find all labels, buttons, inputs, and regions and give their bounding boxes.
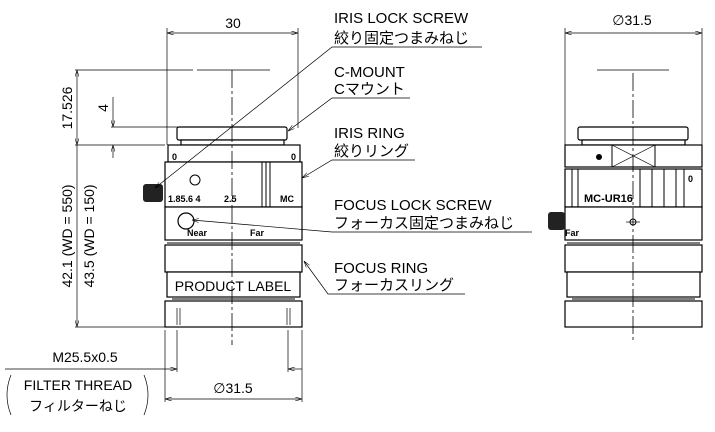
- svg-text:∅31.5: ∅31.5: [213, 380, 253, 396]
- brand-mark: MC: [280, 194, 294, 204]
- model-marking: MC-UR16: [584, 193, 633, 205]
- lens-front-view: 0 0 1.85.6 4 2.5 MC Near Far PRODUCT LAB…: [143, 70, 303, 345]
- callout-iris-ring: IRIS RING 絞りリング: [302, 125, 415, 178]
- dimension-length: 42.1 (WD = 550) 43.5 (WD = 150): [59, 145, 165, 328]
- callout-focus-lock-screw: FOCUS LOCK SCREW フォーカス固定つまみねじ: [192, 197, 532, 233]
- dimension-mount-height: 17.526: [59, 70, 77, 145]
- svg-text:0: 0: [688, 174, 693, 184]
- front-ring: [164, 300, 303, 328]
- svg-text:∅31.5: ∅31.5: [612, 12, 652, 28]
- filter-thread-size: M25.5x0.5: [52, 349, 118, 365]
- svg-text:Cマウント: Cマウント: [334, 81, 405, 98]
- svg-text:C-MOUNT: C-MOUNT: [334, 64, 405, 81]
- svg-text:FOCUS RING: FOCUS RING: [334, 260, 428, 277]
- side-focus-lock-screw[interactable]: [548, 212, 565, 230]
- svg-text:IRIS LOCK SCREW: IRIS LOCK SCREW: [334, 10, 469, 27]
- callout-iris-lock-screw: IRIS LOCK SCREW 絞り固定つまみねじ: [155, 10, 482, 188]
- filter-thread-label-jp: フィルターねじ: [29, 398, 127, 414]
- svg-text:絞り固定つまみねじ: 絞り固定つまみねじ: [334, 29, 469, 47]
- product-label-band: [166, 271, 301, 298]
- callout-c-mount: C-MOUNT Cマウント: [288, 64, 410, 131]
- product-label: PRODUCT LABEL: [175, 278, 292, 294]
- dim-width-label: 30: [225, 15, 241, 31]
- svg-text:絞りリング: 絞りリング: [334, 142, 409, 160]
- mount-ring: [167, 144, 301, 163]
- svg-text:フォーカス固定つまみねじ: フォーカス固定つまみねじ: [334, 215, 514, 232]
- callout-focus-ring: FOCUS RING フォーカスリング: [304, 260, 465, 295]
- side-iris-ring[interactable]: [564, 168, 703, 208]
- focus-ring[interactable]: [164, 244, 303, 273]
- svg-text:0: 0: [172, 152, 177, 162]
- dimension-diameter-side: ∅31.5: [564, 12, 703, 145]
- filter-thread-label-en: FILTER THREAD: [24, 377, 132, 393]
- focus-lock-screw-knob[interactable]: [177, 212, 195, 230]
- near-mark: Near: [187, 228, 208, 238]
- svg-text:0: 0: [291, 152, 296, 162]
- dimension-flange: 4: [75, 97, 178, 158]
- iris-screw-head-icon: [189, 174, 201, 186]
- dim-flange-label: 4: [95, 104, 111, 112]
- svg-text:IRIS RING: IRIS RING: [334, 125, 405, 142]
- dim-mount-height-label: 17.526: [59, 86, 75, 129]
- svg-text:FOCUS LOCK SCREW: FOCUS LOCK SCREW: [334, 197, 492, 214]
- dim-length-wd150: 43.5 (WD = 150): [81, 184, 97, 287]
- filter-thread-dimension: M25.5x0.5 FILTER THREAD フィルターねじ: [5, 349, 302, 416]
- lens-side-view: MC-UR16 0 Far: [548, 69, 703, 340]
- iris-lock-screw-knob[interactable]: [143, 184, 163, 202]
- far-mark: Far: [250, 228, 265, 238]
- dim-length-wd550: 42.1 (WD = 550): [59, 184, 75, 287]
- svg-text:Far: Far: [565, 228, 580, 238]
- dimension-diameter-front: ∅31.5: [165, 380, 302, 399]
- dimension-width-30: 30: [166, 15, 299, 145]
- iris-scale: 1.85.6 4: [168, 194, 201, 204]
- svg-text:フォーカスリング: フォーカスリング: [334, 277, 454, 294]
- iris-index: 2.5: [224, 194, 237, 204]
